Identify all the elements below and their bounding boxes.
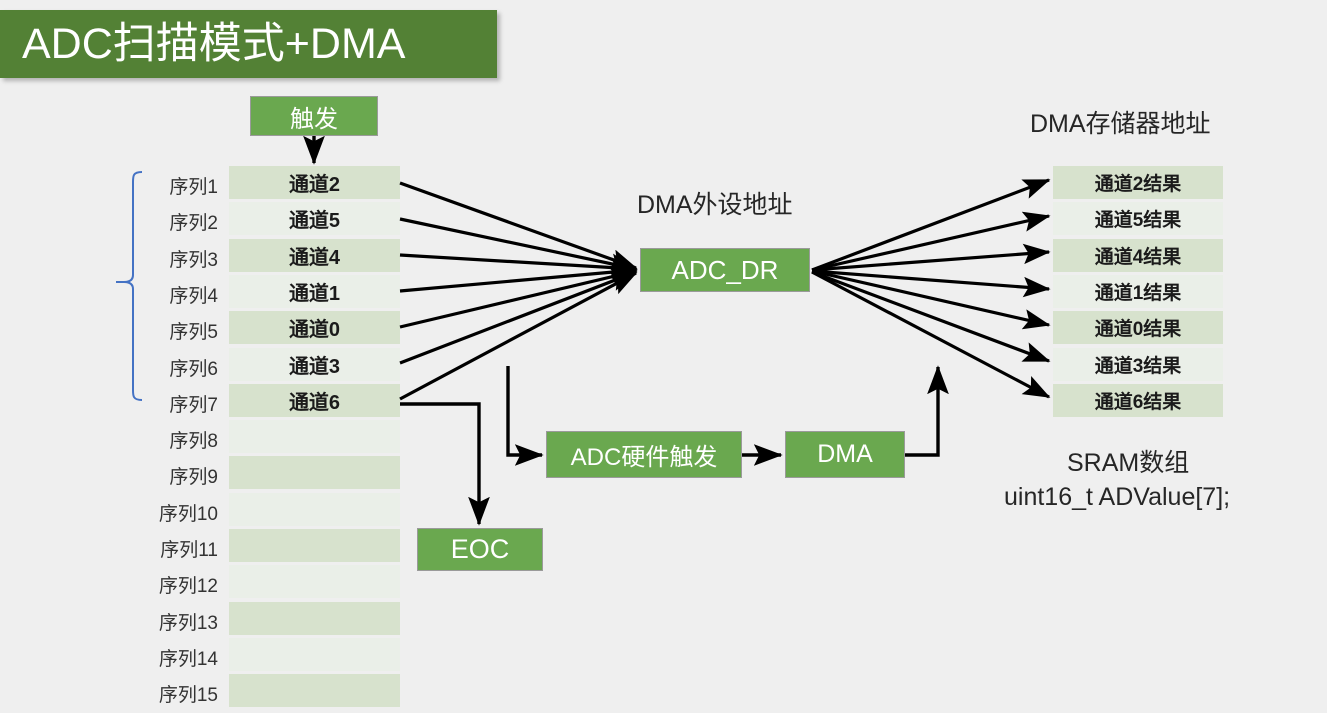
adcdr-to-result-arrows — [811, 178, 1051, 399]
channel-row — [229, 529, 400, 562]
channel-row: 通道2 — [229, 166, 400, 199]
adc-dr-box[interactable]: ADC_DR — [640, 248, 810, 292]
channel-row-label: 通道3 — [288, 355, 341, 378]
channel-row-label: 通道4 — [288, 246, 341, 269]
channel-row-label: 通道2 — [288, 174, 341, 196]
result-row-label: 通道0结果 — [1094, 319, 1182, 341]
result-row-label: 通道5结果 — [1094, 210, 1182, 232]
channel-row: 通道5 — [229, 202, 400, 236]
channel-row — [229, 565, 400, 599]
sequence-label: 序列9 — [169, 467, 218, 489]
channel-row-label: 通道6 — [288, 391, 341, 414]
eoc-box[interactable]: EOC — [417, 528, 543, 571]
result-row-label: 通道1结果 — [1094, 282, 1182, 304]
sequence-label: 序列1 — [169, 177, 218, 198]
trigger-box-label: 触发 — [290, 105, 338, 133]
result-row-label: 通道2结果 — [1094, 174, 1182, 195]
channel-row — [229, 456, 400, 490]
sequence-label: 序列13 — [158, 612, 218, 634]
result-row-label: 通道4结果 — [1094, 246, 1182, 268]
result-row: 通道5结果 — [1053, 202, 1223, 236]
channel-row: 通道6 — [229, 383, 400, 417]
result-row: 通道0结果 — [1053, 311, 1223, 345]
result-row: 通道6结果 — [1053, 383, 1223, 417]
channel-row-label: 通道5 — [288, 210, 341, 233]
result-row: 通道1结果 — [1053, 274, 1223, 308]
sequence-label: 序列10 — [158, 503, 218, 525]
channel-to-adcdr-arrows — [399, 181, 638, 401]
channel-row: 通道4 — [229, 238, 400, 272]
adc-dr-label: ADC_DR — [671, 254, 779, 285]
sequence-label: 序列11 — [160, 540, 218, 561]
result-row: 通道3结果 — [1053, 347, 1223, 381]
result-row: 通道4结果 — [1053, 238, 1223, 272]
adc-hardware-trigger-label: ADC硬件触发 — [570, 444, 718, 471]
sequence-label: 序列7 — [169, 394, 218, 416]
trigger-box[interactable]: 触发 — [250, 96, 378, 136]
sequence-label: 序列2 — [169, 213, 218, 235]
title-banner: ADC扫描模式+DMA — [0, 10, 497, 78]
channel-row: 通道1 — [229, 274, 400, 308]
channel6-to-eoc-connector — [400, 402, 490, 526]
sequence-label: 序列3 — [169, 249, 218, 271]
channel-row-label: 通道1 — [288, 282, 341, 305]
page-title: ADC扫描模式+DMA — [22, 20, 406, 68]
dma-peripheral-address-caption: DMA外设地址 — [637, 191, 793, 219]
result-row-label: 通道3结果 — [1094, 355, 1182, 377]
adc-hardware-trigger-box[interactable]: ADC硬件触发 — [546, 431, 742, 478]
channel-row-label: 通道0 — [288, 319, 341, 342]
sequence-label: 序列4 — [169, 285, 218, 307]
sequence-label: 序列15 — [158, 685, 218, 707]
channel-row — [229, 492, 400, 526]
sequence-label: 序列14 — [158, 648, 218, 670]
channel-row — [229, 420, 400, 454]
dma-box[interactable]: DMA — [785, 431, 905, 478]
dma-memory-address-caption: DMA存储器地址 — [1030, 110, 1211, 138]
channel-row: 通道3 — [229, 347, 400, 381]
channel-row — [229, 674, 400, 708]
sequence-label: 序列12 — [158, 576, 218, 598]
sram-declaration-caption: uint16_t ADValue[7]; — [1004, 483, 1231, 511]
eoc-label: EOC — [450, 534, 510, 564]
channel-row: 通道0 — [229, 311, 400, 345]
channel-row — [229, 637, 400, 671]
result-row-label: 通道6结果 — [1094, 391, 1182, 413]
sequence-label: 序列6 — [169, 358, 218, 380]
adcdr-to-hardware-trigger-connector — [506, 366, 544, 466]
channel-row — [229, 601, 400, 635]
sequence-label: 序列8 — [169, 431, 218, 453]
sequence-label: 序列5 — [169, 322, 218, 344]
result-row: 通道2结果 — [1053, 166, 1223, 199]
sram-array-caption: SRAM数组 — [1067, 449, 1190, 477]
dma-label: DMA — [817, 440, 873, 468]
dma-to-result-table-connector — [905, 365, 949, 457]
